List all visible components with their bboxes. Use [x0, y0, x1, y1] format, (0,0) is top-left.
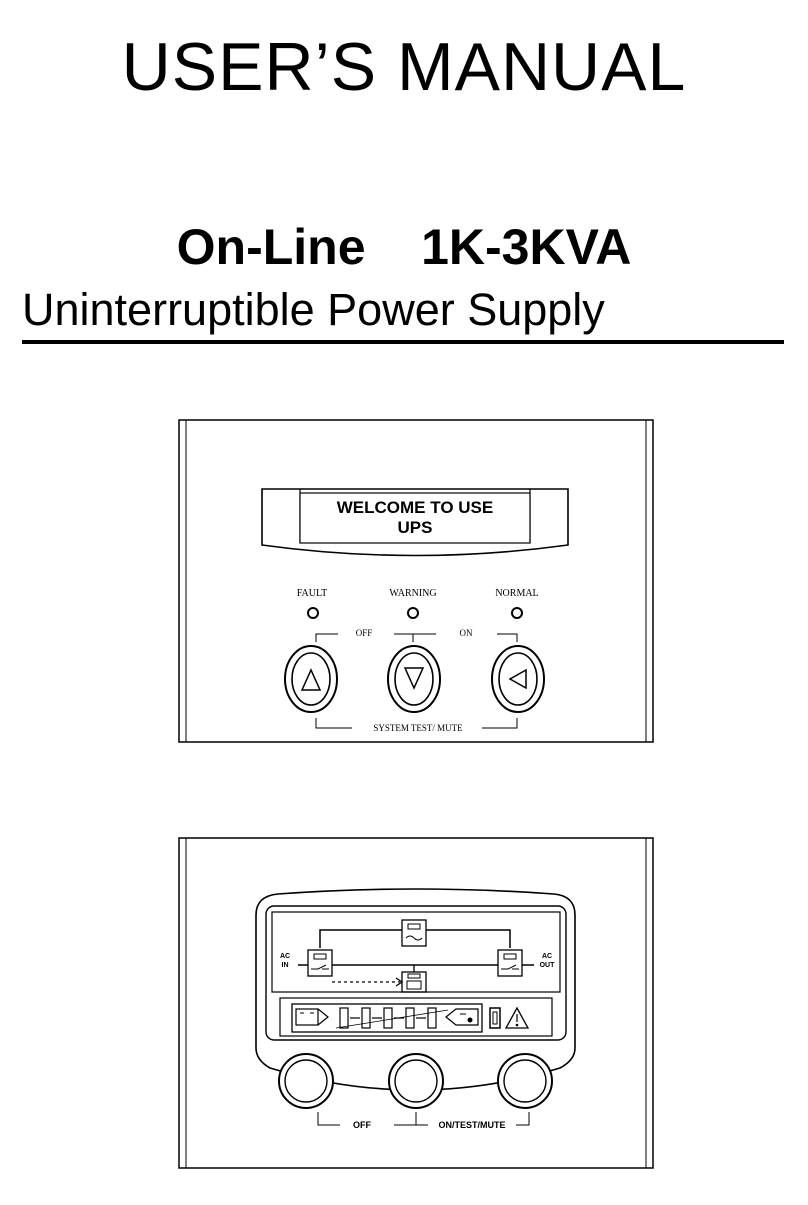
off-label: OFF — [356, 628, 373, 638]
battery-icon — [295, 1008, 329, 1026]
down-arrow-icon — [403, 667, 425, 690]
led-label-fault: FAULT — [297, 588, 328, 599]
function-button[interactable] — [497, 1053, 553, 1109]
lcd-display: WELCOME TO USE UPS — [261, 488, 569, 557]
lcd-line-2: UPS — [398, 518, 433, 537]
lcd-line-1: WELCOME TO USE — [337, 498, 493, 517]
ac-in-label-1: AC — [280, 953, 290, 960]
model-subtitle: On-Line 1K-3KVA — [176, 219, 632, 275]
on-test-mute-button[interactable] — [388, 1053, 444, 1109]
warning-led — [407, 607, 419, 619]
ac-in-label-2: IN — [282, 962, 289, 969]
led-label-normal: NORMAL — [495, 588, 538, 599]
up-arrow-icon — [300, 668, 322, 691]
lcd-panel-figure: WELCOME TO USE UPS FAULT WARNING NORMAL … — [178, 419, 654, 743]
ac-out-label-2: OUT — [540, 962, 556, 969]
off-button[interactable] — [278, 1053, 334, 1109]
off-button-label: OFF — [353, 1120, 371, 1130]
product-name: Uninterruptible Power Supply — [22, 282, 784, 344]
fault-indicator-icon — [489, 1007, 501, 1029]
led-label-warning: WARNING — [389, 588, 436, 599]
manual-title: USER’S MANUAL — [121, 29, 687, 105]
ac-out-label-1: AC — [542, 953, 552, 960]
lcd-panel-frame — [178, 419, 654, 743]
on-label: ON — [460, 628, 473, 638]
bypass-icon — [401, 919, 427, 947]
left-arrow-icon — [508, 668, 527, 690]
warning-triangle-icon — [504, 1006, 530, 1029]
level-led-segments — [335, 1007, 449, 1029]
system-test-mute-label: SYSTEM TEST/ MUTE — [373, 723, 463, 733]
led-panel-figure: AC IN AC OUT — [178, 837, 654, 1169]
enter-button[interactable] — [491, 645, 545, 713]
normal-led — [511, 607, 523, 619]
output-switch-icon — [497, 949, 523, 977]
load-icon — [445, 1008, 479, 1026]
down-button[interactable] — [387, 645, 441, 713]
level-indicator-bar — [279, 997, 553, 1037]
on-test-mute-label: ON/TEST/MUTE — [439, 1120, 506, 1130]
led-panel-frame — [178, 837, 654, 1169]
fault-led — [307, 607, 319, 619]
up-button[interactable] — [284, 645, 338, 713]
battery-block-icon — [401, 971, 427, 993]
input-switch-icon — [307, 949, 333, 977]
